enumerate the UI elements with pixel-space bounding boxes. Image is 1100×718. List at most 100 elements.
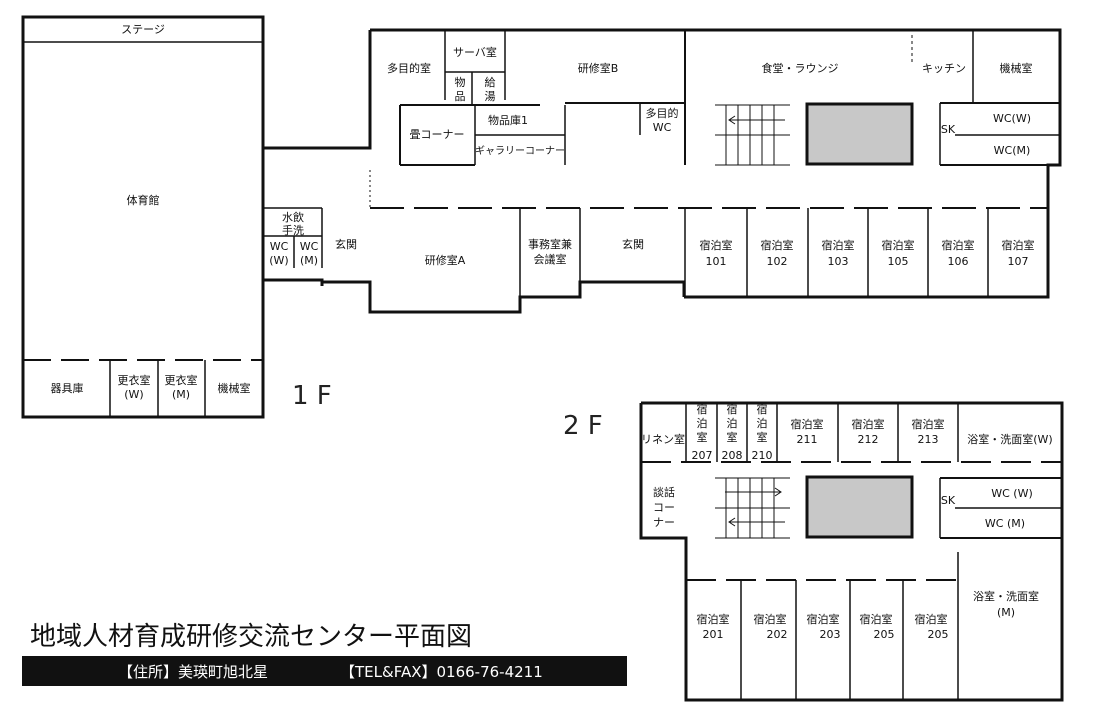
- sk-1f-label: SK: [941, 123, 956, 136]
- room-210-c2: 泊: [757, 417, 768, 430]
- room-213-number: 213: [918, 433, 939, 446]
- room-213-name: 宿泊室: [912, 417, 945, 431]
- room-203-number: 203: [820, 628, 841, 641]
- page-title: 地域人材育成研修交流センター平面図: [30, 622, 472, 652]
- room-210-c1: 宿: [757, 402, 768, 416]
- lodging-2f: 宿泊室 201 宿泊室 202 宿泊室 203 宿泊室 205 宿泊室 205: [697, 612, 949, 641]
- wc-m2-label: WC(M): [994, 144, 1031, 157]
- machine-label: 機械室: [1000, 61, 1033, 75]
- room-208-c1: 宿: [727, 402, 738, 416]
- floor-1f-label: 1 F: [292, 381, 332, 411]
- room-208-no: 208: [722, 449, 743, 462]
- tatami-label: 畳コーナー: [410, 128, 465, 141]
- entrance-east-label: 玄関: [622, 237, 644, 251]
- wc-m-sub: (M): [300, 254, 318, 267]
- stairs-2f: [715, 477, 790, 539]
- walls-2f: [639, 401, 1064, 702]
- office-label: 事務室兼: [528, 237, 572, 251]
- room-202-name: 宿泊室: [754, 612, 787, 626]
- room-208-c2: 泊: [727, 417, 738, 430]
- room-107-name: 宿泊室: [1002, 238, 1035, 252]
- room-102-number: 102: [767, 255, 788, 268]
- wc-w2-label: WC(W): [993, 112, 1031, 125]
- bath-m-label: 浴室・洗面室: [973, 589, 1039, 603]
- room-210-c3: 室: [757, 430, 768, 444]
- room-202-number: 202: [767, 628, 788, 641]
- room-205a-number: 205: [874, 628, 895, 641]
- room-207-c2: 泊: [697, 417, 708, 430]
- stairs-1f: [715, 104, 790, 166]
- room-210-no: 210: [752, 449, 773, 462]
- wc-w-label: WC: [270, 240, 289, 253]
- contact-text: 【TEL&FAX】0166-76-4211: [340, 663, 543, 681]
- training-b-label: 研修室B: [578, 61, 619, 75]
- bath-w-label: 浴室・洗面室(W): [967, 432, 1052, 446]
- address-text: 【住所】美瑛町旭北星: [118, 663, 268, 681]
- multipurpose-label: 多目的室: [387, 61, 431, 75]
- bath-m-sub: (M): [997, 606, 1015, 619]
- room-102-name: 宿泊室: [761, 238, 794, 252]
- locker-w-sub: (W): [124, 388, 143, 401]
- wc-m-label: WC: [300, 240, 319, 253]
- stairwell-2f: [805, 475, 914, 539]
- entrance-west-label: 玄関: [335, 237, 357, 251]
- drink-label: 水飲: [282, 210, 304, 224]
- room-203-name: 宿泊室: [807, 612, 840, 626]
- room-207-no: 207: [692, 449, 713, 462]
- kitchen-label: キッチン: [922, 62, 966, 75]
- machine-gym-label: 機械室: [218, 381, 251, 395]
- wc-w-sub: (W): [269, 254, 288, 267]
- room-207-c1: 宿: [697, 402, 708, 416]
- room-212-name: 宿泊室: [852, 417, 885, 431]
- room-105-number: 105: [888, 255, 909, 268]
- linen-label: リネン室: [641, 432, 685, 446]
- locker-w-label: 更衣室: [118, 373, 151, 387]
- room-208-c3: 室: [727, 430, 738, 444]
- locker-m-sub: (M): [172, 388, 190, 401]
- gym-label: 体育館: [127, 193, 160, 207]
- stage-label: ステージ: [121, 23, 165, 36]
- wc-m-2f-label: WC (M): [985, 517, 1025, 530]
- room-207-c3: 室: [697, 430, 708, 444]
- room-201-number: 201: [703, 628, 724, 641]
- locker-m-label: 更衣室: [165, 373, 198, 387]
- sk-2f-label: SK: [941, 494, 956, 507]
- talk-3: ナー: [653, 516, 675, 529]
- lodging-1f: 宿泊室 101 宿泊室 102 宿泊室 103 宿泊室 105 宿泊室 106 …: [700, 238, 1035, 268]
- storage-small-1: 物: [455, 75, 466, 89]
- gallery-label: ギャラリーコーナー: [475, 145, 565, 157]
- office-sub: 会議室: [534, 252, 567, 266]
- room-105-name: 宿泊室: [882, 238, 915, 252]
- hot-water-2: 湯: [485, 90, 496, 103]
- stairwell-1f: [805, 102, 914, 166]
- room-106-name: 宿泊室: [942, 238, 975, 252]
- room-103-name: 宿泊室: [822, 238, 855, 252]
- multi-wc-label: 多目的: [646, 106, 679, 120]
- room-107-number: 107: [1008, 255, 1029, 268]
- room-205b-name: 宿泊室: [915, 612, 948, 626]
- training-a-label: 研修室A: [425, 253, 466, 267]
- room-106-number: 106: [948, 255, 969, 268]
- hot-water-1: 給: [485, 75, 496, 89]
- wc-w-2f-label: WC (W): [991, 487, 1033, 500]
- room-210: 宿 泊 室 210: [752, 402, 773, 462]
- storage-small-2: 品: [455, 90, 466, 103]
- address-banner: [22, 656, 627, 686]
- room-211-name: 宿泊室: [791, 417, 824, 431]
- talk-1: 談話: [653, 485, 675, 499]
- room-103-number: 103: [828, 255, 849, 268]
- room-201-name: 宿泊室: [697, 612, 730, 626]
- wash-label: 手洗: [282, 223, 304, 237]
- storage1-label: 物品庫1: [488, 113, 528, 127]
- talk-2: コー: [653, 501, 675, 514]
- room-101-number: 101: [706, 255, 727, 268]
- dining-label: 食堂・ラウンジ: [762, 61, 839, 75]
- room-101-name: 宿泊室: [700, 238, 733, 252]
- multi-wc-sub: WC: [653, 121, 672, 134]
- room-211-number: 211: [797, 433, 818, 446]
- floor-2f-label: 2 F: [563, 411, 603, 441]
- equipment-label: 器具庫: [51, 381, 84, 395]
- server-label: サーバ室: [453, 45, 497, 59]
- room-205b-number: 205: [928, 628, 949, 641]
